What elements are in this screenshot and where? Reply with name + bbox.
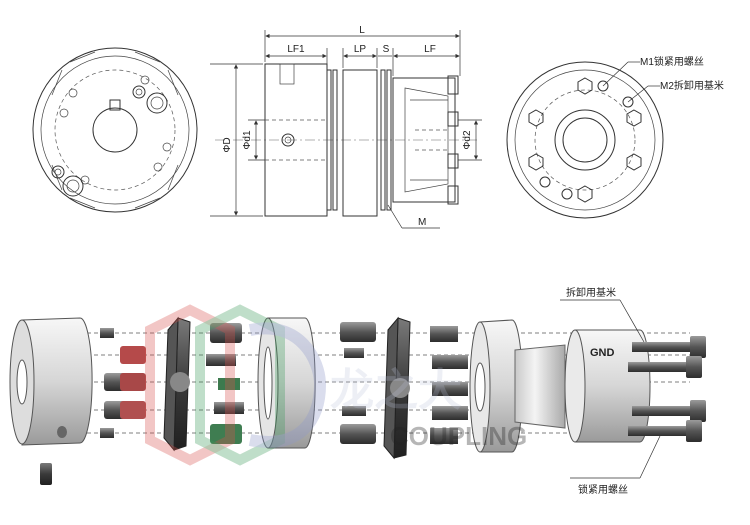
bolt-set-left bbox=[100, 328, 146, 438]
dim-M-label: M bbox=[418, 217, 426, 228]
dim-PhiD2-label: Φd2 bbox=[462, 130, 473, 150]
callout-M2-label: M2拆卸用基米 bbox=[660, 79, 724, 92]
callout-disassembly-label: 拆卸用基米 bbox=[566, 286, 616, 299]
grub-screw-icon bbox=[40, 463, 52, 485]
dim-PhiD1-label: Φd1 bbox=[242, 130, 253, 150]
bolt-set-middle bbox=[206, 323, 244, 444]
dim-PhiD-label: ΦD bbox=[222, 137, 233, 152]
exploded-view: GND 拆卸用基米 锁紧用螺丝 bbox=[9, 286, 706, 496]
left-end-view bbox=[32, 47, 198, 213]
right-end-view: M1锁紧用螺丝 M2拆卸用基米 bbox=[506, 55, 724, 219]
dim-LP-label: LP bbox=[354, 44, 367, 55]
hex-bolt-icon bbox=[528, 77, 642, 203]
left-hub bbox=[9, 317, 93, 485]
screw-bottom-left-icon bbox=[51, 165, 84, 197]
dim-LF-label: LF bbox=[424, 44, 436, 55]
ring-logo: GND bbox=[590, 347, 615, 359]
screw-top-right-icon bbox=[132, 85, 168, 114]
locking-ring: GND bbox=[564, 329, 651, 443]
callout-locking-label: 锁紧用螺丝 bbox=[578, 483, 628, 496]
disc-pack-2 bbox=[383, 316, 411, 460]
watermark-text: 龙之大 bbox=[330, 366, 462, 415]
dim-S-label: S bbox=[383, 44, 390, 55]
callout-M1-label: M1锁紧用螺丝 bbox=[640, 55, 704, 68]
bolt-set-right bbox=[340, 322, 468, 444]
long-bolts bbox=[628, 336, 706, 442]
locking-cone bbox=[514, 344, 566, 429]
dim-L-label: L bbox=[359, 25, 365, 36]
spacer bbox=[257, 317, 316, 449]
watermark: 龙之大 COUPLING bbox=[145, 304, 527, 466]
dim-LF1-label: LF1 bbox=[287, 44, 305, 55]
watermark-sub: COUPLING bbox=[390, 421, 527, 451]
side-view: L LF1 LP S LF ΦD Φd1 Φd2 M bbox=[210, 25, 482, 229]
disc-pack-1 bbox=[163, 316, 191, 452]
